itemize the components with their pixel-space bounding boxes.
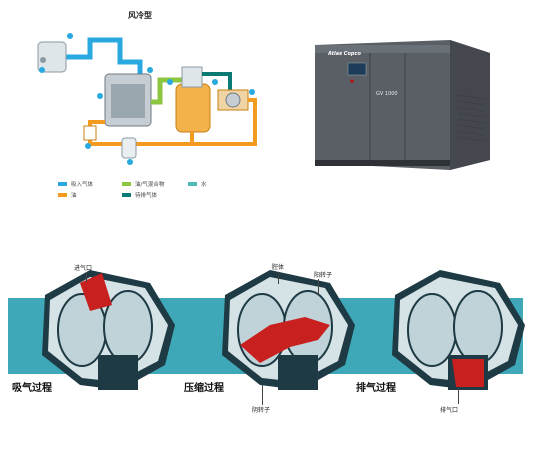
legend-swatch [122,193,131,197]
legend-item: 待排气体 [122,191,157,199]
drain-icon [121,137,137,159]
discharge-stage-illustration [392,270,525,390]
legend-item: 吸入气体 [58,180,93,188]
callout-line [318,279,319,295]
legend-swatch [188,182,197,186]
diagram-title: 风冷型 [128,11,152,20]
legend-swatch [122,182,131,186]
callout-chamber: 腔体 [272,264,285,271]
legend-item: 油 [58,191,77,199]
callout-line [86,272,87,282]
brand-logo: Atlas Copco [328,51,361,57]
legend-swatch [58,182,67,186]
panel-label-compression: 压缩过程 [184,383,224,394]
callout-discharge-port: 排气口 [440,407,459,414]
oil-separator-icon [175,83,211,133]
legend-item: 水 [188,180,207,188]
compressor-product-image: Atlas Copco GV 1000 [300,25,495,170]
callout-line [458,388,459,404]
legend-swatch [58,193,67,197]
air-cooled-flow-diagram [37,33,257,165]
suction-stage-illustration [42,270,175,390]
model-label: GV 1000 [376,91,398,97]
compression-stage-illustration [222,270,355,390]
legend-item: 油/气混合物 [122,180,164,188]
panel-label-discharge: 排气过程 [356,383,396,394]
callout-intake-port: 进气口 [74,265,93,272]
callout-line [278,272,279,284]
callout-male-rotor: 阳转子 [314,272,333,279]
intake-filter-icon [37,41,67,73]
panel-label-suction: 吸气过程 [12,383,52,394]
legend: 吸入气体 油 油/气混合物 待排气体 水 [58,180,278,210]
callout-female-rotor: 阴转子 [252,407,271,414]
callout-line [262,385,263,405]
